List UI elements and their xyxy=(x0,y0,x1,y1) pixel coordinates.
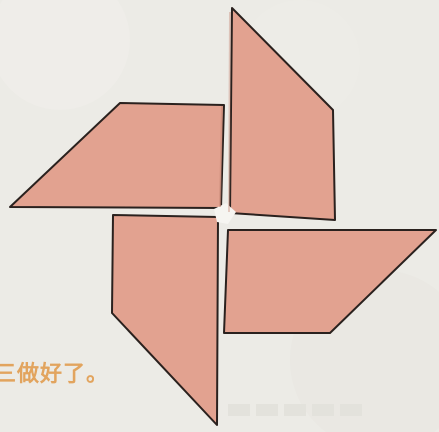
pinwheel-blade-top-left xyxy=(10,103,224,208)
pinwheel-blade-bottom-left xyxy=(112,215,218,425)
pinwheel-blade-top-right xyxy=(230,8,335,220)
pinwheel-blade-bottom-right xyxy=(224,230,436,333)
faded-text-remnant xyxy=(228,398,368,420)
caption-text: 三做好了。 xyxy=(0,356,109,388)
